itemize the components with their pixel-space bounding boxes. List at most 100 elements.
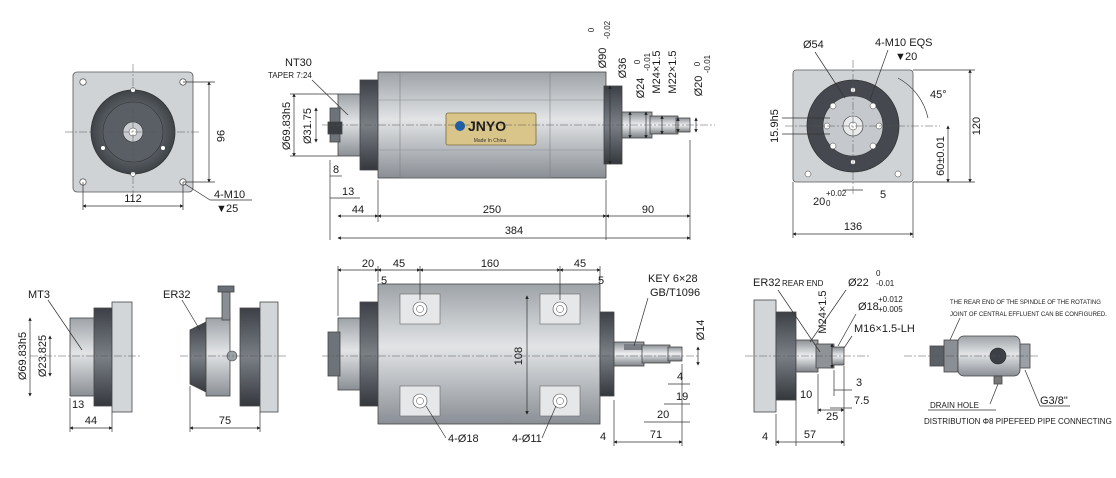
label-taper: TAPER 7:24 [268,71,312,80]
mount-hole [79,78,87,86]
dim-3: 3 [856,377,862,389]
dim-d24: Ø24 [635,78,647,99]
mt3-body-edge [111,301,133,413]
er32-lock-pin [221,289,231,321]
view-top-right-rear: Ø54 4-M10 EQS ▼ 20 45° 15.9h5 120 60±0.0… [769,37,983,238]
dim-m22: M22×1.5 [667,50,679,93]
er32-flange [239,307,261,407]
dim-5b: 5 [598,275,604,287]
dim-d22: Ø22 [848,277,869,289]
dim-d90: Ø90 [597,48,609,69]
view-top-middle-side: JNYO Made In China NT30 TAPER 7:24 Ø69.8… [268,20,715,240]
dim-d90-tol-dn: -0.02 [603,20,612,39]
view-bottom-er32: ER32 75 [163,285,286,432]
label-key: KEY 6×28 [648,273,698,285]
nameplate [445,112,537,146]
union-distribution-label: DISTRIBUTION Φ8 PIPE [924,417,1014,426]
dim-4a: 4 [677,371,683,383]
er32-holder [205,317,231,397]
brand-logo-text: JNYO [468,118,506,134]
dim-5: 5 [880,189,886,201]
dim-d22-tol-dn: -0.01 [876,279,895,288]
face-hole [160,145,166,151]
label-gb-t1096: GB/T1096 [650,287,700,299]
dim-8: 8 [333,164,339,176]
union-g38-label: G3/8" [1040,395,1068,407]
union-drain-fitting [993,375,1003,385]
label-rear-end: REAR END [782,279,824,288]
view-rotary-union: THE REAR END OF THE SPINDLE OF THE ROTAT… [904,300,1112,426]
er32-collet-nut [189,321,207,393]
mt3-flange [93,307,113,407]
label-4-m10-eqs: 4-M10 EQS [875,37,932,49]
dim-20: 20 [813,196,825,208]
dim-120: 120 [971,117,983,135]
brand-tag: Made In China [474,138,507,144]
dim-13: 13 [72,399,84,411]
dim-depth-25: 25 [226,203,238,215]
label-4-d18: 4-Ø18 [448,433,479,445]
mt3-nose [69,317,97,397]
union-feed-label: FEED PIPE CONNECTING [1014,417,1112,426]
union-note-line1: THE REAR END OF THE SPINDLE OF THE ROTAT… [950,300,1101,306]
view-top-left-end: 96 112 4-M10 ▼ 25 [65,64,252,215]
dim-d20-tol-dn: -0.01 [703,54,712,73]
depth-symbol: ▼ [216,203,227,215]
rear-hole [829,102,837,110]
dim-d24-tol-dn: -0.01 [643,52,652,71]
top-view-shaft-tip [667,346,683,362]
dim-20b: 20 [657,409,669,421]
dim-d36: Ø36 [617,58,629,79]
rear-corner-hole [894,170,902,178]
dim-d18: Ø18 [858,301,879,313]
dim-71: 71 [650,429,662,441]
view-bottom-left-mt3: MT3 Ø69.83h5 Ø23.825 13 44 [17,289,140,432]
dim-15-9h5: 15.9h5 [769,109,781,143]
key-slot [624,344,642,350]
top-view-nose-tip [327,331,341,377]
dim-m24: M24×1.5 [651,50,663,93]
rear-hole [869,102,877,110]
top-view-shaft-thread [641,344,671,364]
top-view-nose [337,317,363,391]
dim-20-tol-up: +0.02 [826,189,847,198]
dim-25: 25 [826,411,838,423]
drive-key [327,121,343,135]
dim-112: 112 [124,193,142,205]
top-view-rear-flange [599,311,615,397]
dim-m16: M16×1.5-LH [854,323,915,335]
dim-75: 75 [219,415,231,427]
dim-d20-tol-up: 0 [693,61,702,66]
dim-96: 96 [214,130,226,142]
dim-20: 20 [362,258,374,270]
rear-hole [829,142,837,150]
dim-4: 4 [762,431,768,443]
dim-44: 44 [352,204,364,216]
face-hole [100,145,106,151]
label-nt30: NT30 [285,57,312,69]
view-bottom-right-rear: ER32 REAR END M24×1.5 Ø22 0 -0.01 Ø18 +0… [745,269,915,446]
dim-d6983: Ø69.83h5 [17,332,29,380]
dim-m24: M24×1.5 [817,290,829,333]
dim-d3175: Ø31.75 [302,108,314,144]
rear-corner-hole [804,170,812,178]
label-er32: ER32 [163,289,191,301]
dim-d54: Ø54 [803,39,824,51]
dim-d6983: Ø69.83h5 [281,102,293,150]
view-bottom-middle-top: 20 45 160 45 5 5 108 4-Ø18 4-Ø11 KEY 6×2… [322,258,707,446]
dim-5a: 5 [381,275,387,287]
label-4-d11: 4-Ø11 [512,433,542,445]
dim-4b: 4 [600,431,606,443]
dim-90: 90 [642,204,654,216]
dim-160: 160 [481,258,499,270]
dim-250: 250 [483,204,501,216]
dim-45a: 45 [393,258,405,270]
dim-d14: Ø14 [695,320,707,341]
dim-7-5: 7.5 [854,395,869,407]
union-drain-label: DRAIN HOLE [930,401,979,410]
dim-d24-tol-up: 0 [633,59,642,64]
dim-d22-tol-up: 0 [876,269,881,278]
dim-60: 60±0.01 [935,136,947,176]
rear-hole [869,142,877,150]
